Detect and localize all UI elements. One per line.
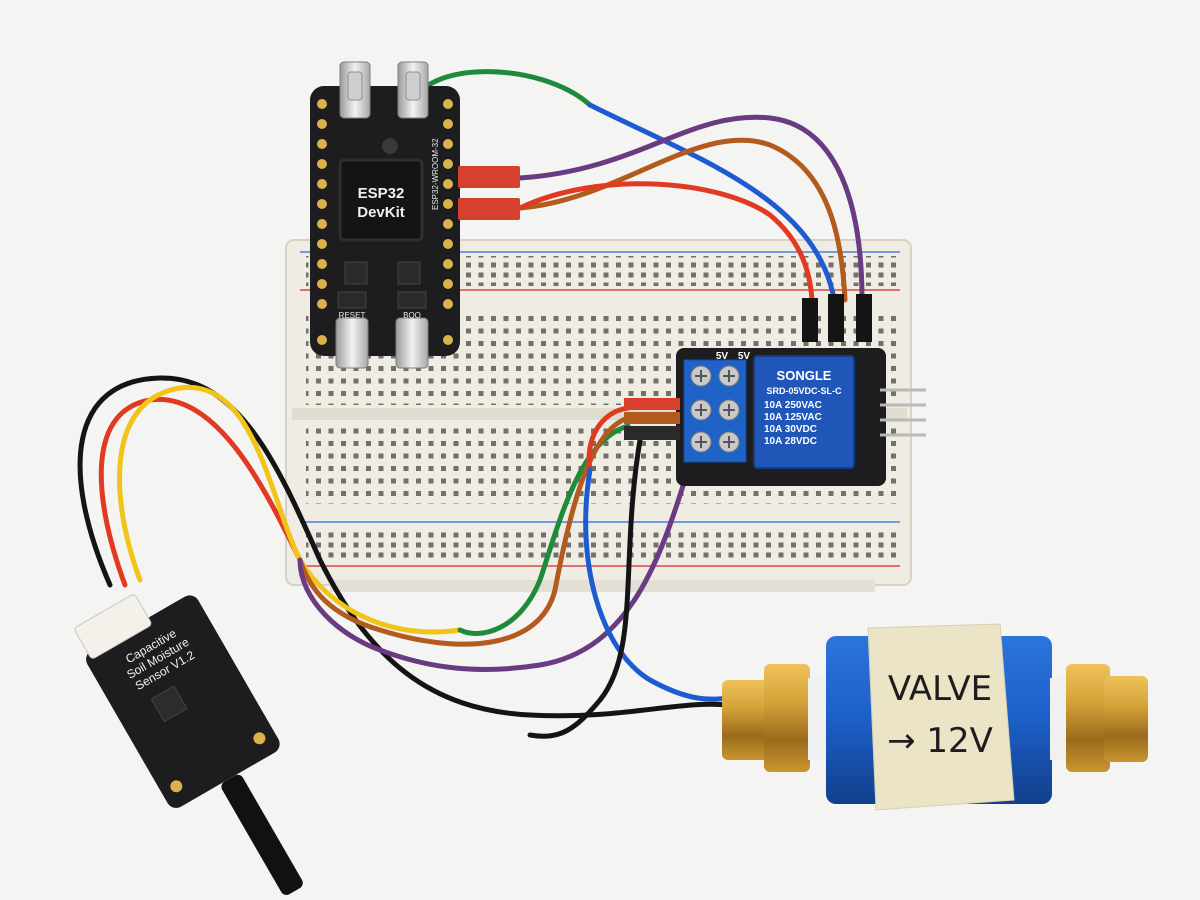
esp32-boot-label: BOO	[403, 311, 421, 320]
jumper-wires	[77, 69, 865, 739]
relay-brand: SONGLE	[777, 368, 832, 383]
esp32-name-line1: ESP32	[358, 185, 405, 202]
relay-rating-3: 10A 30VDC	[764, 424, 817, 435]
solenoid-valve: VALVE → 12V	[722, 623, 1148, 811]
wire-black-relay	[527, 437, 643, 739]
wire-purple-top	[517, 114, 865, 303]
wire-purple-relay	[297, 467, 691, 672]
sensor-connector	[74, 594, 152, 659]
relay-terminal-label-2: 5V	[738, 351, 751, 362]
wire-yellow-sensor	[116, 385, 463, 635]
wire-blue-top	[587, 102, 838, 308]
esp32-chip	[338, 158, 424, 242]
relay-rating-2: 10A 125VAC	[764, 412, 822, 423]
relay-terminal-label-1: 5V	[716, 351, 729, 362]
esp32-pin-pads	[317, 99, 453, 345]
usb-c-port-bottom-right[interactable]	[395, 317, 429, 369]
wire-blue-valve	[583, 467, 733, 702]
relay-model: SRD-05VDC-SL-C	[766, 386, 842, 396]
wire-brown-relay	[297, 415, 631, 647]
jumper-connector-red-2	[458, 198, 520, 220]
relay-front-connector	[624, 398, 680, 410]
sensor-probe	[221, 774, 303, 895]
relay-component	[753, 355, 855, 469]
relay-header-pins	[880, 388, 926, 437]
wire-red-top	[517, 181, 815, 303]
relay-rating-4: 10A 28VDC	[764, 436, 817, 447]
esp32-devkit-board: ESP32 DevKit RESET BOO ESP32-WROOM-32	[310, 61, 520, 369]
soil-moisture-sensor: Capacitive Soil Moisture Sensor V1.2	[74, 594, 303, 895]
usb-c-port-bottom-left[interactable]	[335, 317, 369, 369]
valve-label-line1: VALVE	[888, 669, 992, 709]
valve-tape-label	[867, 623, 1015, 811]
relay-module: 5V 5V SONGLE SRD-05VDC-SL-C 10A 250VAC 1…	[624, 294, 926, 486]
esp32-name-line2: DevKit	[357, 204, 405, 221]
jumper-connector-red-1	[458, 166, 520, 188]
esp32-module-label: ESP32-WROOM-32	[431, 138, 440, 210]
wire-red-relay	[586, 405, 631, 473]
valve-label-line2: → 12V	[887, 721, 993, 761]
relay-rating-1: 10A 250VAC	[764, 400, 822, 411]
esp32-reset-label: RESET	[339, 311, 366, 320]
